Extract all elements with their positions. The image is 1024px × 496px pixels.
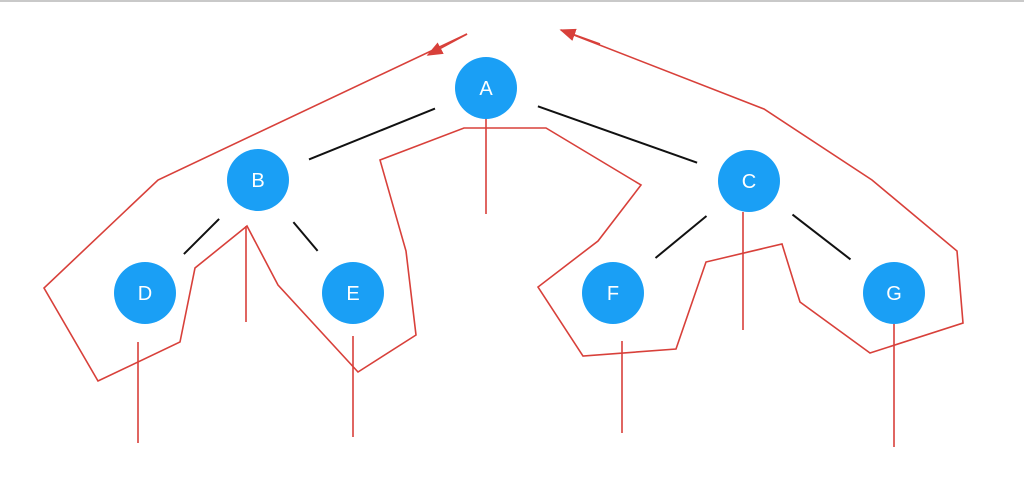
node-d: D bbox=[114, 262, 176, 324]
node-label-d: D bbox=[138, 283, 152, 305]
node-a: A bbox=[455, 57, 517, 119]
tree-nodes: A B C D E F G bbox=[114, 57, 925, 324]
edge-c-f bbox=[654, 215, 708, 259]
node-label-a: A bbox=[479, 78, 493, 100]
edge-a-c bbox=[537, 105, 698, 164]
node-c: C bbox=[718, 150, 780, 212]
node-circle-a bbox=[455, 57, 517, 119]
edge-c-g bbox=[791, 213, 852, 261]
node-label-c: C bbox=[742, 171, 756, 193]
node-circle-e bbox=[322, 262, 384, 324]
node-g: G bbox=[863, 262, 925, 324]
edge-a-b bbox=[308, 107, 436, 161]
edge-b-e bbox=[292, 221, 319, 252]
node-circle-g bbox=[863, 262, 925, 324]
edge-b-d bbox=[183, 218, 220, 255]
traversal-contour-path bbox=[42, 29, 964, 383]
start-arrow bbox=[426, 33, 468, 56]
node-label-b: B bbox=[251, 170, 264, 192]
node-label-e: E bbox=[346, 283, 359, 305]
node-label-f: F bbox=[607, 283, 619, 305]
node-b: B bbox=[227, 149, 289, 211]
node-circle-c bbox=[718, 150, 780, 212]
node-f: F bbox=[582, 262, 644, 324]
node-circle-f bbox=[582, 262, 644, 324]
node-e: E bbox=[322, 262, 384, 324]
node-label-g: G bbox=[886, 283, 902, 305]
traversal-drop-lines bbox=[137, 118, 895, 447]
end-arrow bbox=[559, 28, 601, 45]
tree-edges bbox=[183, 105, 852, 261]
node-circle-d bbox=[114, 262, 176, 324]
top-divider bbox=[0, 0, 1024, 2]
node-circle-b bbox=[227, 149, 289, 211]
